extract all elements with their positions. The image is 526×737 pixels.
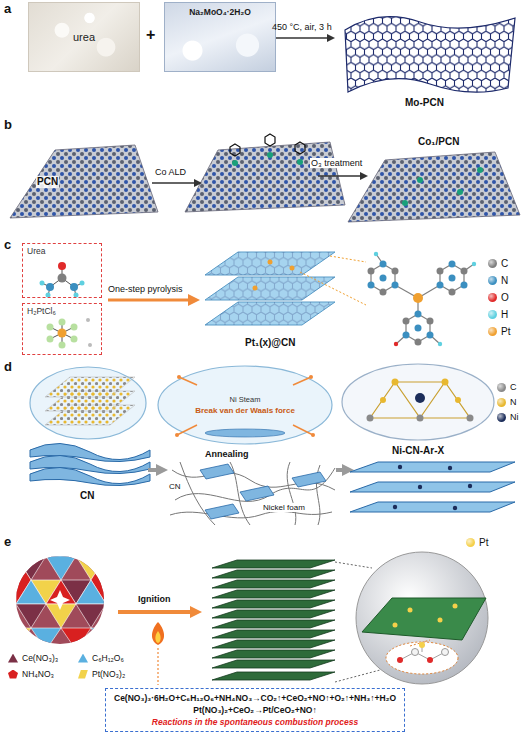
process-label: Ignition <box>138 594 171 604</box>
legend-item: Ni <box>497 412 519 422</box>
panel-letter: d <box>4 360 12 375</box>
legend-text: Pt <box>501 326 510 337</box>
legend-item: Pt <box>488 326 510 337</box>
legend-text: Pt <box>479 537 488 548</box>
legend-text: C₆H₁₂O₆ <box>92 653 124 663</box>
legend-text: N <box>501 275 508 286</box>
material-label: CN <box>80 490 94 502</box>
material-label: PCN <box>36 176 59 188</box>
legend-item: N <box>497 397 517 407</box>
reactant-swatch <box>78 654 88 663</box>
zoom-bubble: Ni SteamBreak van der Waals force <box>157 365 333 445</box>
material-label: CN <box>168 482 182 491</box>
atom-swatch <box>497 413 506 422</box>
text-stack: Na₂MoO₄·2H₂O <box>165 3 275 17</box>
text-stack: H₂PtCl₆ <box>23 304 101 318</box>
atom-swatch <box>497 398 506 407</box>
reagent-photo: urea <box>28 2 140 72</box>
reagent-name: Na₂MoO₄·2H₂O <box>165 7 275 17</box>
panel-letter: b <box>4 118 12 133</box>
atom-swatch <box>488 293 497 302</box>
precursor-box: H₂PtCl₆ <box>22 303 102 355</box>
process-note: Break van der Waals force <box>195 406 295 415</box>
reaction-equation: Pt(NO₃)₂+CeO₂→Pt/CeO₂+NO↑ <box>114 704 396 716</box>
legend-item: O <box>488 292 509 303</box>
legend-text: Ni <box>510 412 519 422</box>
precursor-name: Urea <box>27 246 97 256</box>
legend-text: Pt(NO₃)₂ <box>92 669 125 679</box>
legend-text: C <box>510 382 517 392</box>
atom-swatch <box>466 538 475 547</box>
reactant-swatch <box>8 654 18 663</box>
process-label: Co ALD <box>155 167 186 177</box>
legend-item: Pt <box>466 537 488 548</box>
process-label: O₃ treatment <box>310 158 363 168</box>
legend-text: NH₄NO₃ <box>22 669 54 679</box>
panel-b-art <box>10 134 520 222</box>
panel-letter: a <box>4 2 11 17</box>
legend-item: C <box>497 382 517 392</box>
legend-text: H <box>501 309 508 320</box>
legend-item: C₆H₁₂O₆ <box>78 653 124 663</box>
reactant-swatch <box>8 670 18 679</box>
text-stack: Urea <box>23 244 101 258</box>
legend-item: N <box>488 275 508 286</box>
legend-text: O <box>501 292 509 303</box>
steam-label: Ni Steam <box>230 395 261 404</box>
condition-label: 450 °C, air, 3 h <box>272 22 332 32</box>
panel-d-art <box>30 364 515 525</box>
reactant-swatch <box>78 670 88 679</box>
reagent-name: urea <box>73 31 95 43</box>
atom-swatch <box>497 383 506 392</box>
reaction-box: Ce(NO₃)₃·6H₂O+C₆H₁₂O₆+NH₄NO₃→CO₂↑+CeO₂+N… <box>105 688 405 732</box>
process-label: One-step pyrolysis <box>108 284 183 294</box>
precursor-name: H₂PtCl₆ <box>27 306 97 316</box>
process-label: Annealing <box>205 449 249 459</box>
reaction-equation: Ce(NO₃)₃·6H₂O+C₆H₁₂O₆+NH₄NO₃→CO₂↑+CeO₂+N… <box>114 692 396 704</box>
reaction-caption: Reactions in the spontaneous combustion … <box>114 716 396 728</box>
legend-item: NH₄NO₃ <box>8 669 54 679</box>
legend-item: Ce(NO₃)₃ <box>8 653 58 663</box>
atom-swatch <box>488 310 497 319</box>
legend-item: H <box>488 309 508 320</box>
atom-swatch <box>488 327 497 336</box>
legend-text: Ce(NO₃)₃ <box>22 653 58 663</box>
product-label: Pt₁(x)@CN <box>245 337 296 349</box>
panel-letter: c <box>4 238 11 253</box>
text-stack: urea <box>29 3 139 71</box>
legend-text: N <box>510 397 517 407</box>
bubble-outline <box>157 365 333 445</box>
precursor-box: Urea <box>22 243 102 298</box>
panel-letter: e <box>4 535 11 550</box>
legend-text: C <box>501 258 508 269</box>
panel-e-art <box>16 552 488 685</box>
plus-sign: + <box>146 26 155 44</box>
legend-item: Pt(NO₃)₂ <box>78 669 125 679</box>
material-label: Nickel foam <box>262 503 306 512</box>
product-label: Ni-CN-Ar-X <box>392 445 444 457</box>
legend-item: C <box>488 258 508 269</box>
panel-c-art <box>40 252 477 349</box>
product-label: Mo-PCN <box>405 97 444 109</box>
text-stack: Ce(NO₃)₃·6H₂O+C₆H₁₂O₆+NH₄NO₃→CO₂↑+CeO₂+N… <box>106 689 404 731</box>
text-stack: Ni SteamBreak van der Waals force <box>157 365 333 445</box>
reagent-photo: Na₂MoO₄·2H₂O <box>164 2 276 72</box>
product-label: Co₁/PCN <box>418 136 459 148</box>
atom-swatch <box>488 276 497 285</box>
atom-swatch <box>488 259 497 268</box>
